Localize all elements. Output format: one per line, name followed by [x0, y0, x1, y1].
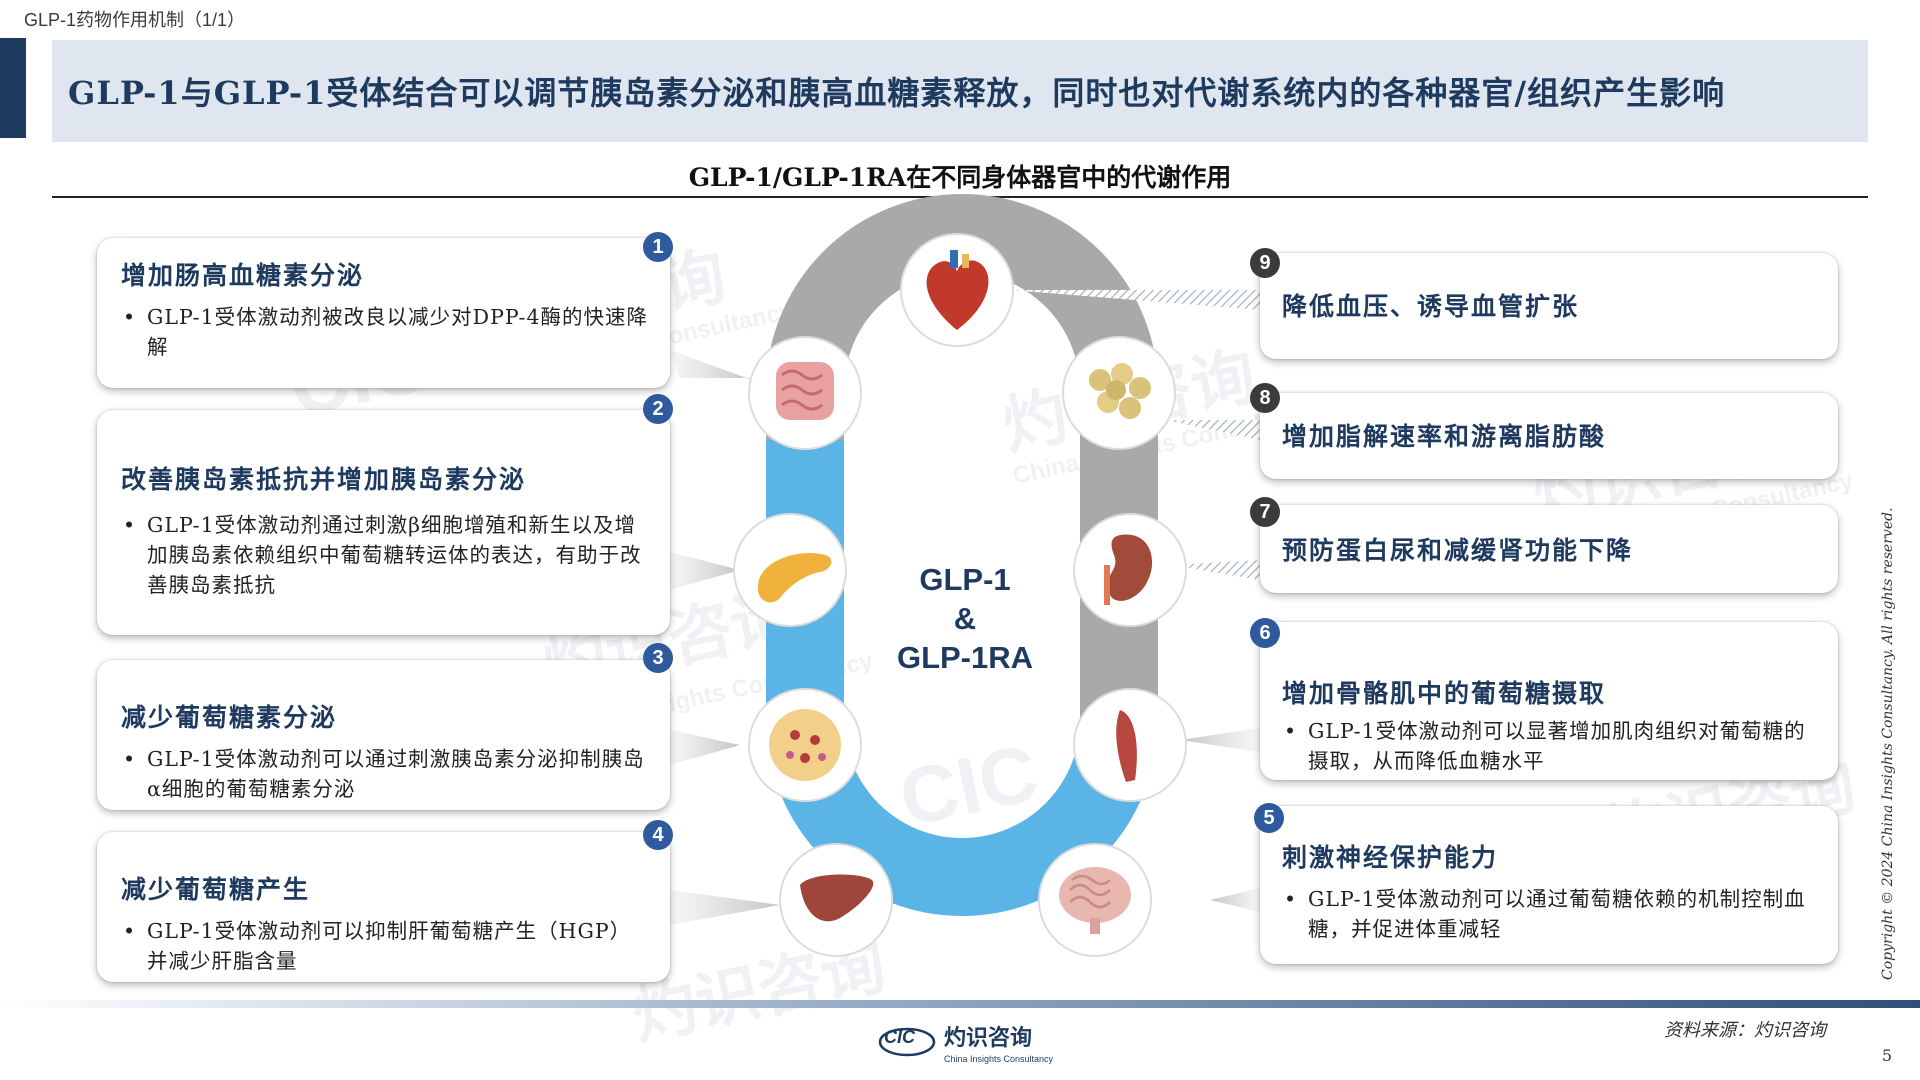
card-heading: 降低血压、诱导血管扩张 — [1282, 292, 1580, 321]
card-body: GLP-1受体激动剂可以通过葡萄糖依赖的机制控制血糖，并促进体重减轻 — [1282, 884, 1818, 944]
effect-card-1: 增加肠高血糖素分泌 GLP-1受体激动剂被改良以减少对DPP-4酶的快速降解 — [97, 238, 670, 388]
number-badge-6: 6 — [1250, 618, 1280, 648]
page-title: GLP-1与GLP-1受体结合可以调节胰岛素分泌和胰高血糖素释放，同时也对代谢系… — [68, 74, 1726, 112]
footer-band — [0, 1000, 1920, 1008]
liver-icon — [779, 843, 893, 957]
effect-card-3: 减少葡萄糖素分泌 GLP-1受体激动剂可以通过刺激胰岛素分泌抑制胰岛α细胞的葡萄… — [97, 660, 670, 810]
heart-icon — [900, 233, 1014, 347]
card-body: GLP-1受体激动剂可以显著增加肌肉组织对葡萄糖的摄取，从而降低血糖水平 — [1282, 716, 1818, 776]
number-badge-5: 5 — [1254, 803, 1284, 833]
pancreas-icon — [733, 513, 847, 627]
card-heading: 减少葡萄糖素分泌 — [121, 703, 338, 732]
number-badge-2: 2 — [643, 394, 673, 424]
logo-en: China Insights Consultancy — [944, 1054, 1054, 1064]
source-note: 资料来源：灼识咨询 — [1664, 1020, 1826, 1041]
card-heading: 改善胰岛素抵抗并增加胰岛素分泌 — [121, 465, 527, 494]
intestine-icon — [748, 336, 862, 450]
card-body: GLP-1受体激动剂可以抑制肝葡萄糖产生（HGP）并减少肝脂含量 — [121, 916, 650, 976]
logo-name: 灼识咨询 — [944, 1025, 1033, 1050]
card-heading: 刺激神经保护能力 — [1282, 843, 1499, 872]
adipose-icon — [1062, 336, 1176, 450]
number-badge-3: 3 — [643, 643, 673, 673]
card-heading: 增加肠高血糖素分泌 — [121, 261, 365, 290]
center-line-1: GLP-1 — [919, 562, 1011, 597]
card-body: GLP-1受体激动剂被改良以减少对DPP-4酶的快速降解 — [121, 302, 650, 362]
card-body: GLP-1受体激动剂通过刺激β细胞增殖和新生以及增加胰岛素依赖组织中葡萄糖转运体… — [121, 510, 650, 600]
card-heading: 增加骨骼肌中的葡萄糖摄取 — [1282, 679, 1607, 708]
kidney-icon — [1073, 513, 1187, 627]
diagram-subtitle: GLP-1/GLP-1RA在不同身体器官中的代谢作用 — [688, 163, 1232, 192]
effect-card-4: 减少葡萄糖产生 GLP-1受体激动剂可以抑制肝葡萄糖产生（HGP）并减少肝脂含量 — [97, 832, 670, 982]
effect-card-6: 增加骨骼肌中的葡萄糖摄取 GLP-1受体激动剂可以显著增加肌肉组织对葡萄糖的摄取… — [1260, 622, 1838, 780]
number-badge-8: 8 — [1250, 383, 1280, 413]
number-badge-1: 1 — [643, 232, 673, 262]
effect-card-7: 预防蛋白尿和减缓肾功能下降 — [1260, 505, 1838, 593]
logo-abbr: CIC — [884, 1027, 915, 1047]
card-heading: 增加脂解速率和游离脂肪酸 — [1282, 422, 1607, 451]
center-line-3: GLP-1RA — [896, 640, 1034, 675]
effect-card-5: 刺激神经保护能力 GLP-1受体激动剂可以通过葡萄糖依赖的机制控制血糖，并促进体… — [1260, 806, 1838, 964]
card-heading: 预防蛋白尿和减缓肾功能下降 — [1282, 536, 1634, 565]
brain-icon — [1038, 843, 1152, 957]
islet-icon — [748, 688, 862, 802]
card-body: GLP-1受体激动剂可以通过刺激胰岛素分泌抑制胰岛α细胞的葡萄糖素分泌 — [121, 744, 650, 804]
title-band: GLP-1与GLP-1受体结合可以调节胰岛素分泌和胰高血糖素释放，同时也对代谢系… — [52, 40, 1868, 142]
effect-card-8: 增加脂解速率和游离脂肪酸 — [1260, 393, 1838, 479]
title-accent-bar — [0, 38, 26, 138]
card-heading: 减少葡萄糖产生 — [121, 875, 311, 904]
number-badge-4: 4 — [643, 820, 673, 850]
company-logo: CIC 灼识咨询 China Insights Consultancy — [878, 1020, 1053, 1064]
center-label: GLP-1 & GLP-1RA — [860, 560, 1070, 677]
effect-card-9: 降低血压、诱导血管扩张 — [1260, 253, 1838, 359]
copyright-notice: Copyright © 2024 China Insights Consulta… — [1880, 507, 1896, 980]
cic-logo-icon — [878, 1027, 936, 1057]
number-badge-7: 7 — [1250, 497, 1280, 527]
center-line-2: & — [953, 601, 977, 636]
breadcrumb: GLP-1药物作用机制（1/1） — [24, 10, 246, 30]
page-number: 5 — [1881, 1046, 1892, 1065]
effect-card-2: 改善胰岛素抵抗并增加胰岛素分泌 GLP-1受体激动剂通过刺激β细胞增殖和新生以及… — [97, 410, 670, 635]
number-badge-9: 9 — [1250, 248, 1280, 278]
muscle-icon — [1073, 688, 1187, 802]
